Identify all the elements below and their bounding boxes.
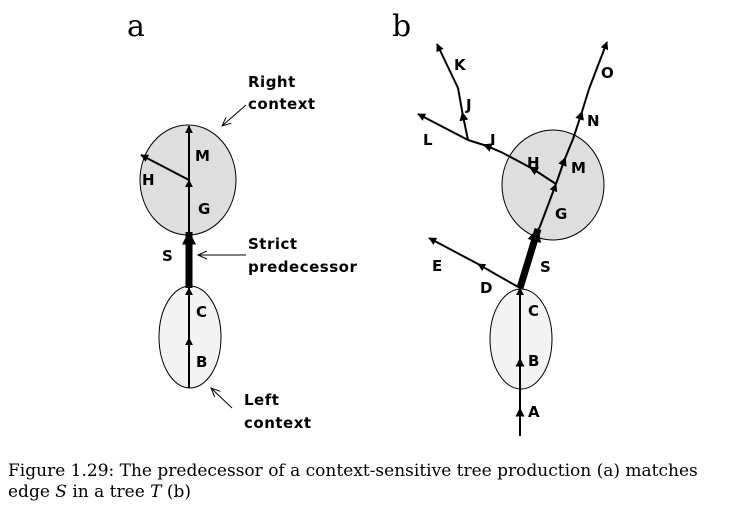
edge-label-b-b: B: [528, 352, 539, 370]
edge-e-b: [428, 237, 479, 265]
edge-o-b: [588, 41, 609, 90]
annotation-left-context-line1: Left: [244, 391, 279, 409]
edge-label-a-b: A: [528, 403, 540, 421]
edge-label-i-b: I: [490, 131, 496, 149]
edge-label-j-b: J: [465, 96, 472, 114]
caption-mid: in a tree: [66, 482, 151, 502]
edge-label-c-a: C: [196, 303, 207, 321]
annotation-strict-predecessor-line1: Strict: [248, 235, 298, 253]
edge-s-b: [516, 227, 542, 290]
edge-label-g-b: G: [555, 205, 567, 223]
edge-j-b: [457, 87, 469, 141]
edge-n-b: [572, 88, 590, 140]
annotation-right-context-line2: context: [248, 95, 316, 113]
edge-label-k-b: K: [454, 56, 467, 74]
panel-b: b A B C D E S G H M N: [392, 9, 614, 436]
edge-h-a: [140, 154, 190, 181]
edge-g-b: [538, 183, 558, 230]
right-context-ellipse-b: [501, 129, 605, 241]
caption-tail: (b): [161, 482, 192, 502]
annotation-strict-predecessor-line2: predecessor: [248, 258, 357, 276]
edge-label-h-b: H: [527, 154, 540, 172]
figure-caption: Figure 1.29: The predecessor of a contex…: [8, 461, 736, 503]
panel-a-letter: a: [127, 9, 145, 44]
edge-i-b: [467, 139, 504, 154]
edge-label-l-b: L: [423, 131, 433, 149]
edge-label-o-b: O: [601, 64, 614, 82]
edge-label-s-a: S: [162, 247, 173, 265]
edge-label-n-b: N: [587, 112, 600, 130]
edge-m-b: [555, 138, 574, 185]
pointer-right-context: [222, 104, 247, 126]
annotation-right-context-line1: Right: [248, 73, 296, 91]
annotation-left-context-line2: context: [244, 414, 312, 432]
edge-label-s-b: S: [540, 258, 551, 276]
edge-label-m-a: M: [195, 147, 210, 165]
edge-d-b: [477, 263, 521, 289]
caption-lead: Figure 1.29: The predecessor of a contex…: [8, 461, 698, 502]
caption-var-t: T: [150, 482, 162, 502]
edge-label-e-b: E: [432, 257, 442, 275]
edge-label-g-a: G: [198, 200, 210, 218]
edge-label-m-b: M: [571, 159, 586, 177]
edge-label-c-b: C: [528, 302, 539, 320]
caption-var-s: S: [55, 482, 67, 502]
edge-k-b: [436, 43, 459, 89]
edge-label-b-a: B: [196, 353, 207, 371]
edge-label-d-b: D: [480, 279, 492, 297]
edge-h-b: [502, 152, 557, 185]
panel-a: a S B C G H M Right context Strict prede…: [127, 9, 357, 432]
edge-l-b: [417, 113, 469, 141]
pointer-left-context: [211, 388, 233, 409]
panel-b-letter: b: [392, 9, 411, 44]
edge-label-h-a: H: [142, 171, 155, 189]
